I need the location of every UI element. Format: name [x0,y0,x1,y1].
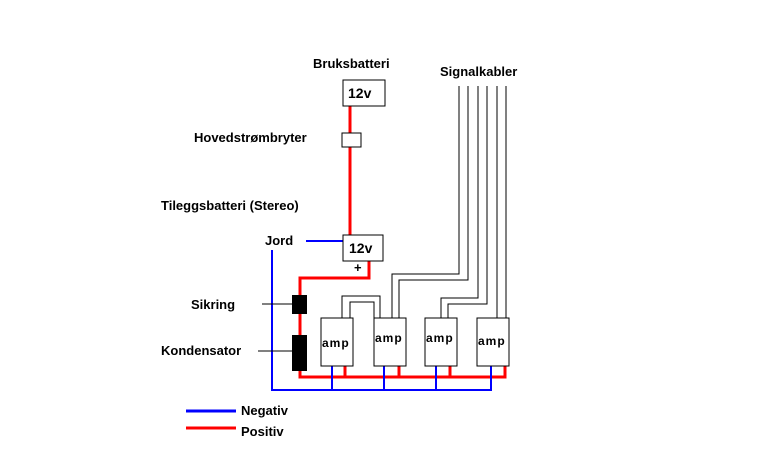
signal-cable [398,86,469,318]
legend: Negativ Positiv [186,403,289,439]
positive-wire [298,261,371,295]
battery-top-label: 12v [348,85,372,101]
amp-label: amp [375,331,403,345]
amplifier: amp [373,317,407,367]
kondensator-label: Kondensator [161,343,241,358]
signal-cable [391,86,460,318]
fuse [292,295,307,314]
tilleggsbatteri-label: Tileggsbatteri (Stereo) [161,198,299,213]
amp-label: amp [478,334,506,348]
negative-wiring [271,240,492,391]
negative-wire [271,250,492,391]
jord-label: Jord [265,233,293,248]
positive-wiring [298,106,507,379]
legend-positive-label: Positiv [241,424,284,439]
signal-cables [341,86,507,318]
plus-sign: + [354,260,362,275]
signalkabler-label: Signalkabler [440,64,517,79]
amp-label: amp [426,331,454,345]
amplifier: amp [424,317,458,367]
battery-bruks: 12v [342,79,386,107]
legend-negative-label: Negativ [241,403,289,418]
battery-tillegg: 12v [342,234,384,262]
amp-label: amp [322,336,350,350]
signal-cable [341,295,381,318]
hovedstromsbryter-label: Hovedstrømbryter [194,130,307,145]
signal-cable [349,301,375,318]
battery-bottom-label: 12v [349,240,373,256]
amplifier: amp [476,317,510,367]
bruksbatteri-label: Bruksbatteri [313,56,390,71]
sikring-label: Sikring [191,297,235,312]
pointer-lines [258,303,292,352]
signal-cable [447,86,488,318]
positive-wire [298,366,507,379]
amplifier: amp [320,317,354,367]
capacitor [292,335,307,371]
main-switch [341,132,362,148]
signal-cable [440,86,479,318]
